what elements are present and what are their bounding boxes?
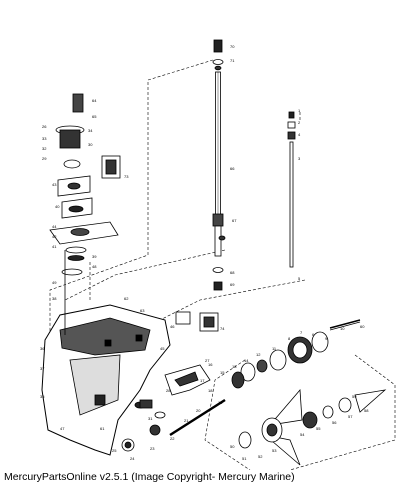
gear-housing <box>41 250 171 456</box>
callout: 8 <box>288 336 291 341</box>
bracket <box>164 364 211 396</box>
callout: 22 <box>170 436 175 441</box>
callout: 29 <box>42 156 47 161</box>
callout: 66 <box>230 166 235 171</box>
callout: 38 <box>52 296 57 301</box>
callout: 45 <box>160 346 165 351</box>
callout: 9 <box>325 336 328 341</box>
callout: 26 <box>42 124 47 129</box>
callout: 6 <box>312 332 315 337</box>
callout: 37 <box>40 366 45 371</box>
callout: 63 <box>140 308 145 313</box>
callout: 28 <box>166 388 171 393</box>
callout: 65 <box>92 114 97 119</box>
callout: 44 <box>52 224 57 229</box>
dashed-leader-lines <box>49 59 396 470</box>
shift-rod <box>287 111 296 268</box>
callout: 69 <box>230 282 235 287</box>
callout: 52 <box>258 454 263 459</box>
callout: 56 <box>332 420 337 425</box>
callout: 50 <box>230 444 235 449</box>
callout-labels: 70 71 64 65 1 2 3 4 26 34 33 32 30 29 43… <box>40 44 369 461</box>
callout: 54 <box>300 432 305 437</box>
callout: 61 <box>100 426 105 431</box>
callout: 3 <box>298 156 301 161</box>
callout: 53 <box>272 448 277 453</box>
callout: 1 <box>298 108 301 113</box>
callout: 70 <box>230 44 235 49</box>
callout: 27 <box>205 358 210 363</box>
callout: 18 <box>208 388 213 393</box>
callout: 19 <box>218 400 223 405</box>
propeller <box>238 319 387 466</box>
callout: 67 <box>232 218 237 223</box>
callout: 55 <box>316 426 321 431</box>
callout: 12 <box>256 352 261 357</box>
callout: 34 <box>88 128 93 133</box>
callout: 17 <box>200 378 205 383</box>
callout: 36 <box>40 346 45 351</box>
bearing-group <box>199 312 361 389</box>
driveshaft <box>212 39 224 291</box>
callout: 43 <box>52 182 57 187</box>
callout: 31 <box>148 416 153 421</box>
image-caption: MercuryPartsOnline v2.5.1 (Image Copyrig… <box>4 471 295 483</box>
callout: 39 <box>92 254 97 259</box>
callout: 41 <box>52 244 57 249</box>
callout: 49 <box>52 280 57 285</box>
callout: 14 <box>244 358 249 363</box>
callout: 40 <box>55 204 60 209</box>
callout: 15 <box>220 370 225 375</box>
callout: 62 <box>124 296 129 301</box>
callout: 57 <box>348 414 353 419</box>
callout: 2 <box>298 120 301 125</box>
callout: 30 <box>88 142 93 147</box>
callout: 46 <box>170 324 175 329</box>
callout: 20 <box>196 408 201 413</box>
callout: 35 <box>40 394 45 399</box>
water-pump-assembly <box>49 93 121 276</box>
callout: 13 <box>232 364 237 369</box>
callout: 58 <box>364 408 369 413</box>
callout: 10 <box>340 326 345 331</box>
callout: 48 <box>92 264 97 269</box>
callout: 16 <box>208 362 213 367</box>
callout: 23 <box>150 446 155 451</box>
callout: 68 <box>230 270 235 275</box>
callout: 47 <box>60 426 65 431</box>
callout: 21 <box>184 418 189 423</box>
callout: 5 <box>298 276 301 281</box>
callout: 24 <box>130 456 135 461</box>
callout: 59 <box>352 394 357 399</box>
callout: 11 <box>272 346 277 351</box>
callout: 64 <box>92 98 97 103</box>
callout: 7 <box>300 330 303 335</box>
callout: 51 <box>242 456 247 461</box>
callout: 42 <box>52 234 57 239</box>
callout: 33 <box>42 136 47 141</box>
callout: 71 <box>230 58 235 63</box>
callout: 32 <box>42 146 47 151</box>
hardware-parts <box>104 235 226 409</box>
callout: 60 <box>360 324 365 329</box>
exploded-parts-diagram: 70 71 64 65 1 2 3 4 26 34 33 32 30 29 43… <box>40 39 396 470</box>
callout: 74 <box>220 326 225 331</box>
callout: 73 <box>124 174 129 179</box>
callout: 25 <box>112 448 117 453</box>
callout: 4 <box>298 132 301 137</box>
